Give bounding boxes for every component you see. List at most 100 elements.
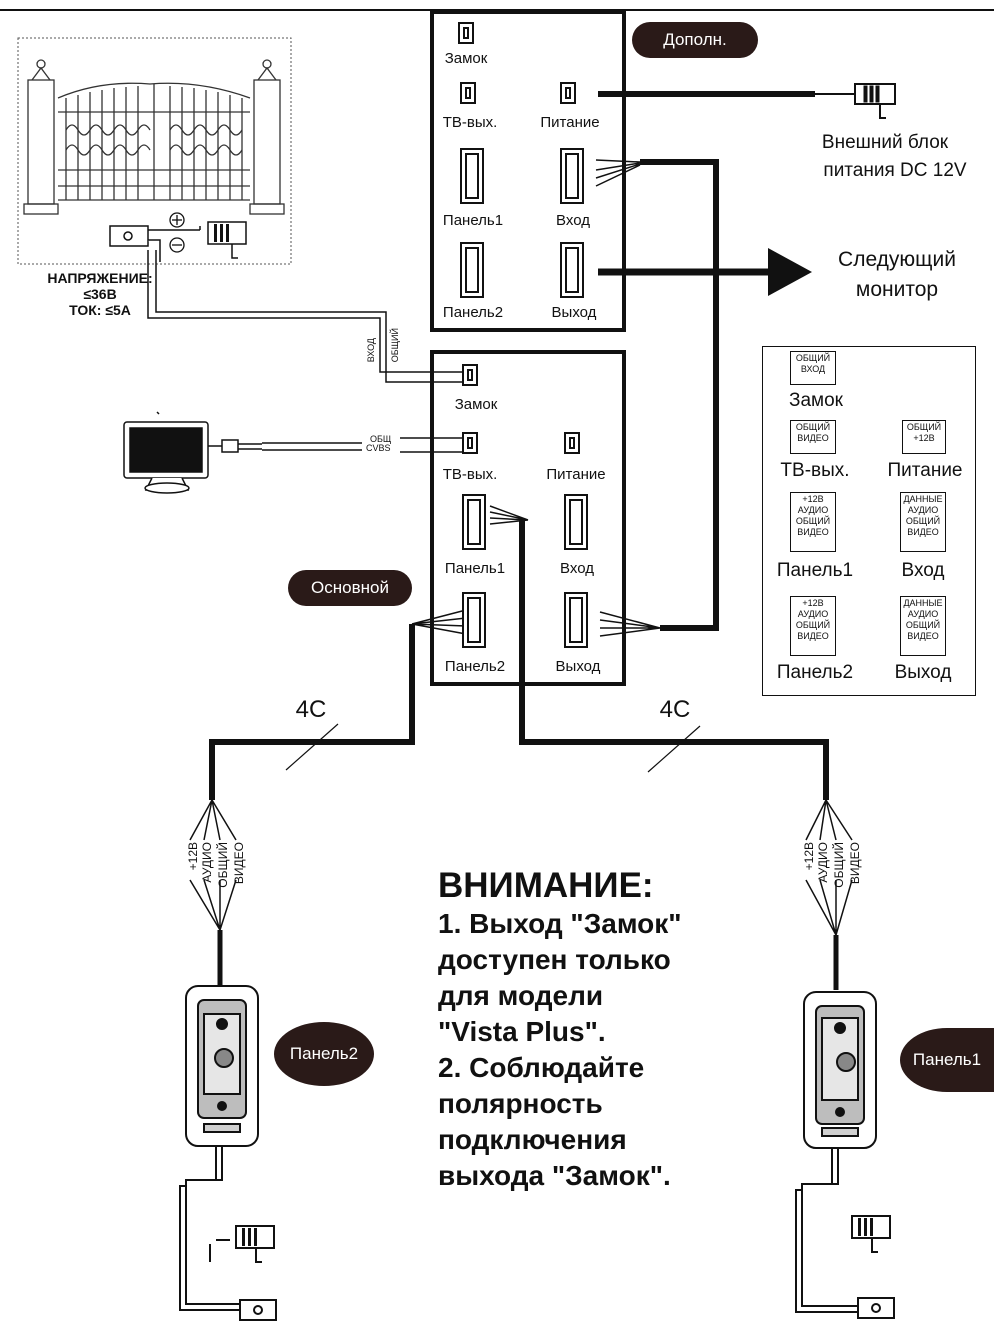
legend-power-pin-1: ОБЩИЙ <box>906 422 942 432</box>
warning-line-7: подключения <box>438 1124 627 1155</box>
lock-current-label: ТОК: ≤5А <box>69 302 131 318</box>
main-monitor-block <box>430 350 626 686</box>
legend-panel1-pin-2: АУДИО <box>797 505 829 515</box>
cable-to-panel1 <box>489 505 829 800</box>
additional-monitor-block <box>430 10 626 332</box>
legend-input-title: Вход <box>901 560 945 581</box>
main-power-label: Питание <box>546 466 606 483</box>
legend-power-pins: ОБЩИЙ +12В <box>902 420 946 454</box>
legend-panel2-pin-2: АУДИО <box>797 609 829 619</box>
left-wire-common: ОБЩИЙ <box>216 842 230 888</box>
main-input-label: Вход <box>560 560 594 577</box>
lock-voltage-label: НАПРЯЖЕНИЕ: <box>47 270 153 286</box>
top-tv-connector <box>460 82 476 104</box>
left-wire-audio: АУДИО <box>200 842 214 883</box>
tv-monitor-icon <box>123 411 209 494</box>
next-monitor-line2: монитор <box>855 278 939 301</box>
legend-lock-pin-1: ОБЩИЙ <box>795 353 831 363</box>
pinout-legend <box>762 346 976 696</box>
external-power-line2: питания DC 12V <box>823 160 967 181</box>
right-wire-audio: АУДИО <box>816 842 830 883</box>
next-monitor-arrow <box>598 248 812 296</box>
right-panel-badge: Панель1 <box>900 1028 994 1092</box>
main-tv-label: ТВ-вых. <box>442 466 498 483</box>
legend-input-pins: ДАННЫЕ АУДИО ОБЩИЙ ВИДЕО <box>900 492 946 552</box>
legend-panel1-pins: +12В АУДИО ОБЩИЙ ВИДЕО <box>790 492 836 552</box>
lock-wire <box>147 250 462 383</box>
top-panel2-connector <box>460 242 484 298</box>
top-lock-connector <box>458 22 474 44</box>
lock-wire-in-label: ВХОД <box>366 338 376 363</box>
warning-line-3: для модели <box>438 980 604 1011</box>
top-output-connector <box>560 242 584 298</box>
left-door-panel <box>179 985 277 1321</box>
polarity-symbols <box>169 212 185 253</box>
legend-input-pin-3: ОБЩИЙ <box>905 516 941 526</box>
legend-lock-pins: ОБЩИЙ ВХОД <box>790 351 836 385</box>
cable-to-panel2 <box>209 609 467 800</box>
legend-input-pin-4: ВИДЕО <box>907 527 939 537</box>
legend-output-pin-2: АУДИО <box>907 609 939 619</box>
legend-tv-pins: ОБЩИЙ ВИДЕО <box>790 420 836 454</box>
legend-panel2-pin-3: ОБЩИЙ <box>795 620 831 630</box>
legend-tv-pin-2: ВИДЕО <box>797 433 829 443</box>
legend-panel2-title: Панель2 <box>776 662 854 683</box>
main-input-connector <box>564 494 588 550</box>
warning-line-4: "Vista Plus". <box>438 1016 606 1047</box>
tv-wire-common-label: ОБЩ <box>370 434 392 444</box>
power-adapter-icon <box>863 85 880 103</box>
top-panel1-connector <box>460 148 484 204</box>
cable-slash-left <box>285 723 339 771</box>
legend-panel1-pin-3: ОБЩИЙ <box>795 516 831 526</box>
legend-input-pin-1: ДАННЫЕ <box>903 494 943 504</box>
main-tv-connector <box>462 432 478 454</box>
left-wire-fan <box>189 799 237 985</box>
main-panel1-label: Панель1 <box>444 560 506 577</box>
cable-left-label: 4С <box>295 696 327 723</box>
lock-wire-common-label: ОБЩИЙ <box>390 328 400 363</box>
top-power-label: Питание <box>540 114 600 131</box>
external-power-line1: Внешний блок <box>821 132 949 153</box>
warning-line-8: выхода "Замок". <box>438 1160 671 1191</box>
cable-slash-right <box>647 725 701 773</box>
right-wire-12v: +12В <box>802 842 816 871</box>
legend-lock-pin-2: ВХОД <box>800 364 826 374</box>
main-power-connector <box>564 432 580 454</box>
main-lock-connector <box>462 364 478 386</box>
legend-output-title: Выход <box>894 662 952 683</box>
legend-output-pin-4: ВИДЕО <box>907 631 939 641</box>
additional-badge: Дополн. <box>632 22 758 58</box>
top-output-label: Выход <box>551 304 597 321</box>
left-panel-badge: Панель2 <box>274 1022 374 1086</box>
legend-input-pin-2: АУДИО <box>907 505 939 515</box>
top-panel2-label: Панель2 <box>442 304 504 321</box>
door-power-icons <box>242 1218 873 1246</box>
power-adapter-wire <box>598 83 896 119</box>
main-panel2-label: Панель2 <box>444 658 506 675</box>
gate-frame <box>17 37 292 265</box>
legend-panel1-title: Панель1 <box>776 560 854 581</box>
main-panel2-connector <box>462 592 486 648</box>
top-lock-label: Замок <box>444 50 488 67</box>
main-output-connector <box>564 592 588 648</box>
top-power-connector <box>560 82 576 104</box>
gate-illustration <box>23 59 285 215</box>
tv-wire-cvbs-label: CVBS <box>366 443 391 453</box>
main-lock-label: Замок <box>454 396 498 413</box>
legend-panel2-pin-4: ВИДЕО <box>797 631 829 641</box>
legend-power-pin-2: +12В <box>913 433 935 443</box>
warning-line-1: 1. Выход "Замок" <box>438 908 682 939</box>
main-output-label: Выход <box>555 658 601 675</box>
legend-tv-title: ТВ-вых. <box>780 460 850 481</box>
left-wire-video: ВИДЕО <box>232 842 246 885</box>
legend-output-pin-3: ОБЩИЙ <box>905 620 941 630</box>
top-tv-label: ТВ-вых. <box>442 114 498 131</box>
legend-panel1-pin-1: +12В <box>802 494 824 504</box>
warning-line-2: доступен только <box>438 944 671 975</box>
electric-lock <box>109 221 247 262</box>
right-wire-video: ВИДЕО <box>848 842 862 885</box>
legend-lock-title: Замок <box>789 390 843 411</box>
next-monitor-line1: Следующий <box>838 248 956 271</box>
top-panel1-label: Панель1 <box>442 212 504 229</box>
